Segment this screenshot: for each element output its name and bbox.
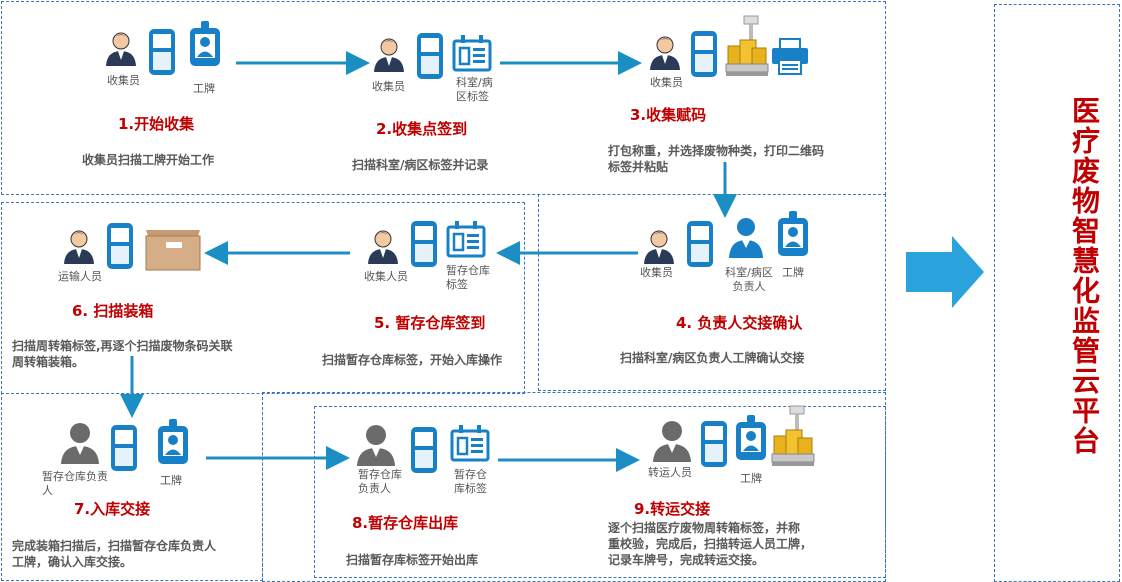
step9-label-badge: 工牌: [740, 472, 762, 485]
weighing-scale-icon: [771, 405, 815, 466]
step2-label-collector: 收集员: [372, 80, 405, 93]
collector-person-icon: [644, 230, 674, 264]
storage-tag-icon: [450, 425, 490, 462]
region-handover: [538, 194, 886, 391]
transfer-person-icon: [653, 421, 691, 462]
storage-manager-person-icon: [357, 425, 395, 466]
step8-desc: 扫描暂存库标签开始出库: [346, 553, 479, 567]
collector-person-icon: [368, 230, 398, 264]
step4-title: 4. 负责人交接确认: [676, 314, 803, 332]
scanner-phone-icon: [411, 221, 437, 267]
step8-label-storage-tag: 暂存仓 库标签: [454, 468, 487, 495]
scanner-phone-icon: [701, 421, 727, 467]
scanner-phone-icon: [687, 221, 713, 267]
work-badge-icon: [190, 21, 220, 66]
step2-title: 2.收集点签到: [376, 120, 468, 138]
step1-title: 1.开始收集: [118, 115, 195, 133]
weighing-scale-icon: [725, 15, 769, 76]
step4-desc: 扫描科室/病区负责人工牌确认交接: [620, 351, 805, 365]
step6-title: 6. 扫描装箱: [72, 302, 154, 320]
step5-label-collector: 收集人员: [364, 270, 408, 283]
step3-label-collector: 收集员: [650, 76, 683, 89]
storage-manager-person-icon: [61, 423, 99, 464]
platform-arrow: [906, 236, 984, 308]
step7-desc: 完成装箱扫描后，扫描暂存仓库负责人 工牌，确认入库交接。: [12, 539, 217, 569]
collector-person-icon: [650, 36, 680, 70]
scanner-phone-icon: [691, 31, 717, 77]
scanner-phone-icon: [417, 33, 443, 79]
step1-desc: 收集员扫描工牌开始工作: [82, 153, 215, 167]
step6-desc: 扫描周转箱标签,再逐个扫描废物条码关联 周转箱装箱。: [12, 339, 233, 369]
printer-icon: [772, 38, 808, 75]
step5-desc: 扫描暂存仓库标签，开始入库操作: [322, 353, 503, 367]
storage-tag-icon: [446, 221, 486, 258]
step7-label-badge: 工牌: [160, 474, 182, 487]
transporter-person-icon: [64, 230, 94, 264]
step5-title: 5. 暂存仓库签到: [374, 314, 486, 332]
ward-manager-person-icon: [729, 218, 763, 258]
platform-title: 医疗废物智慧化监管云平台: [1068, 96, 1101, 456]
scanner-phone-icon: [411, 427, 437, 473]
work-badge-icon: [778, 211, 808, 256]
work-badge-icon: [736, 415, 766, 460]
step3-desc: 打包称重，并选择废物种类，打印二维码 标签并粘贴: [608, 144, 825, 174]
step1-label-collector: 收集员: [107, 74, 140, 87]
step8-title: 8.暂存仓库出库: [352, 514, 459, 532]
step7-title: 7.入库交接: [74, 500, 151, 518]
collector-person-icon: [106, 32, 136, 66]
turnover-box-icon: [145, 230, 201, 271]
step8-label-storage-manager: 暂存仓库 负责人: [358, 468, 402, 495]
collector-person-icon: [374, 38, 404, 72]
step6-label-transporter: 运输人员: [58, 270, 102, 283]
step9-desc: 逐个扫描医疗废物周转箱标签，并称 重校验，完成后，扫描转运人员工牌， 记录车牌号…: [608, 521, 813, 567]
step4-label-ward-manager: 科室/病区 负责人: [725, 266, 773, 293]
work-badge-icon: [158, 419, 188, 464]
ward-tag-icon: [452, 35, 492, 72]
step7-label-storage-manager: 暂存仓库负责 人: [42, 470, 108, 497]
step2-label-ward-tag: 科室/病 区标签: [456, 76, 493, 103]
step4-label-collector: 收集员: [640, 266, 673, 279]
region-storage: [1, 202, 525, 394]
region-collection: [1, 1, 886, 195]
scanner-phone-icon: [107, 223, 133, 269]
step9-title: 9.转运交接: [634, 500, 711, 518]
scanner-phone-icon: [111, 425, 137, 471]
region-transfer: [314, 406, 886, 578]
step5-label-storage-tag: 暂存仓库 标签: [446, 264, 490, 291]
step2-desc: 扫描科室/病区标签并记录: [352, 158, 489, 172]
step9-label-transfer-person: 转运人员: [648, 466, 692, 479]
scanner-phone-icon: [149, 29, 175, 75]
step4-label-badge: 工牌: [782, 266, 804, 279]
step1-label-badge: 工牌: [193, 82, 215, 95]
step3-title: 3.收集赋码: [630, 106, 707, 124]
